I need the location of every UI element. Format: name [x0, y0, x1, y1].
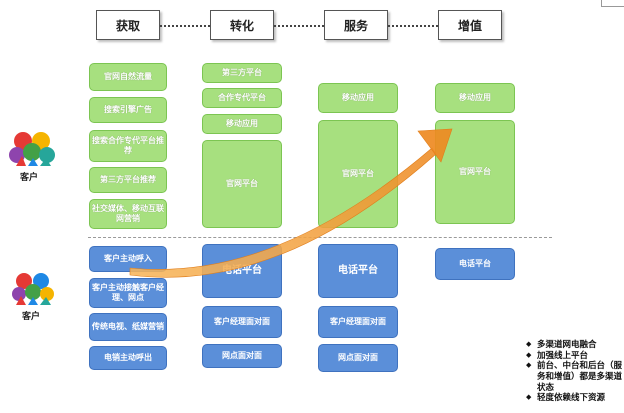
header-connector — [160, 25, 210, 27]
convert-online-box: 第三方平台 — [202, 63, 282, 83]
online-offline-divider — [88, 237, 552, 238]
acquire-online-box: 社交媒体、移动互联网营销 — [89, 199, 167, 229]
service-offline-box: 电话平台 — [318, 244, 398, 298]
header-service: 服务 — [324, 10, 388, 40]
summary-notes: 多渠道网电融合 加强线上平台 前台、中台和后台（服务和增值）都是多渠道状态 轻度… — [526, 340, 622, 404]
acquire-online-box: 搜索合作专代平台推荐 — [89, 130, 167, 162]
acquire-offline-box: 客户主动接触客户经理、网点 — [89, 278, 167, 308]
header-convert: 转化 — [210, 10, 274, 40]
note-item: 轻度依赖线下资源 — [526, 393, 622, 404]
value-online-box: 官网平台 — [435, 120, 515, 224]
online-customer-label: 客户 — [20, 173, 39, 183]
convert-online-box: 移动应用 — [202, 114, 282, 134]
convert-offline-box: 客户经理面对面 — [202, 306, 282, 338]
corner-mark — [601, 0, 624, 7]
convert-online-box: 官网平台 — [202, 140, 282, 228]
value-offline-box: 电话平台 — [435, 248, 515, 280]
acquire-online-box: 搜索引擎广告 — [89, 97, 167, 123]
acquire-offline-box: 传统电视、纸媒营销 — [89, 313, 167, 341]
convert-offline-box: 电话平台 — [202, 244, 282, 298]
offline-customer-label: 客户 — [22, 312, 41, 322]
service-online-box: 官网平台 — [318, 120, 398, 228]
note-item: 前台、中台和后台（服务和增值）都是多渠道状态 — [526, 361, 622, 393]
online-customer-icon — [9, 132, 55, 166]
acquire-offline-box: 客户主动呼入 — [89, 246, 167, 272]
acquire-offline-box: 电销主动呼出 — [89, 346, 167, 370]
acquire-online-box: 第三方平台推荐 — [89, 167, 167, 193]
header-connector — [388, 25, 438, 27]
value-online-box: 移动应用 — [435, 83, 515, 113]
note-item: 多渠道网电融合 — [526, 340, 622, 351]
acquire-online-box: 官网自然流量 — [89, 63, 167, 91]
header-value: 增值 — [438, 10, 502, 40]
offline-customer-icon — [12, 273, 54, 305]
note-item: 加强线上平台 — [526, 351, 622, 362]
service-offline-box: 客户经理面对面 — [318, 306, 398, 338]
header-acquire: 获取 — [96, 10, 160, 40]
service-offline-box: 网点面对面 — [318, 344, 398, 372]
service-online-box: 移动应用 — [318, 83, 398, 113]
convert-online-box: 合作专代平台 — [202, 88, 282, 108]
convert-offline-box: 网点面对面 — [202, 344, 282, 368]
header-connector — [274, 25, 324, 27]
